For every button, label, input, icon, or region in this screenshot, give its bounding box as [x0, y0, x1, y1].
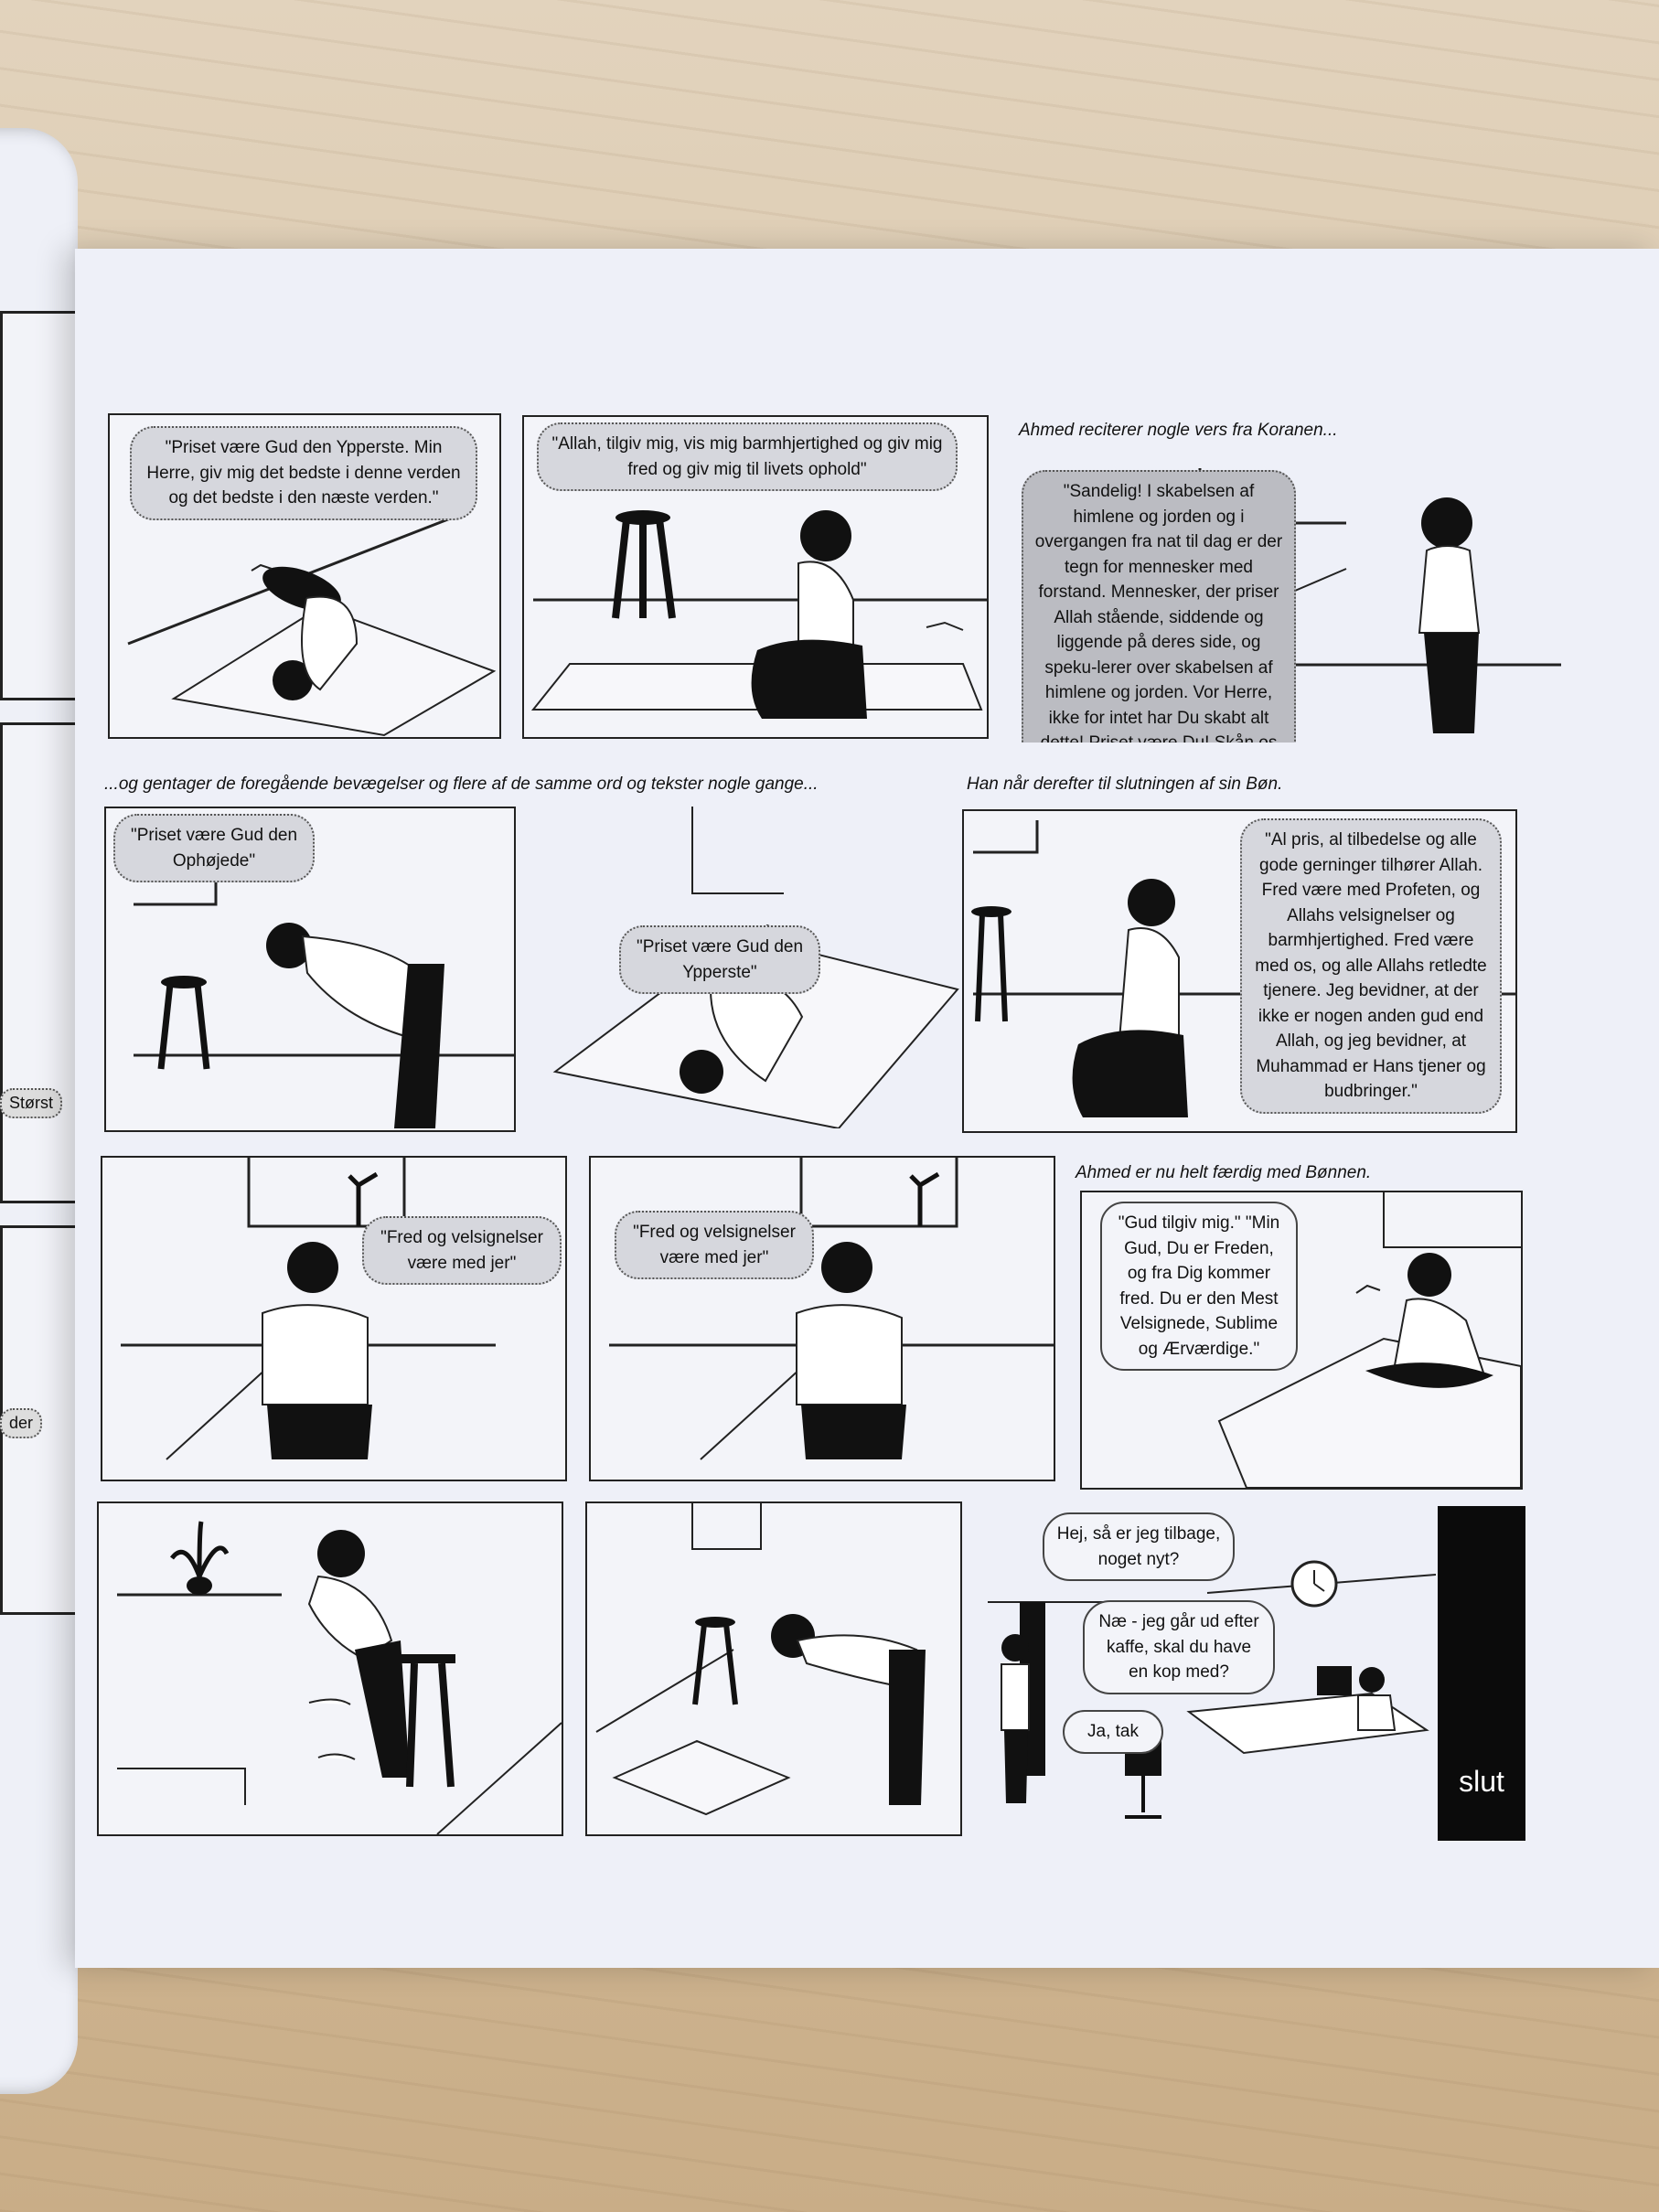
salaam-illustration-2 — [609, 1158, 1054, 1460]
panel-sitting-tashahhud: "Al pris, al tilbedelse og alle gode ger… — [962, 809, 1517, 1133]
shoes-illustration — [117, 1521, 562, 1834]
caption: ...og gentager de foregående bevægelser … — [104, 775, 819, 794]
speech-bubble: "Al pris, al tilbedelse og alle gode ger… — [1240, 818, 1502, 1115]
bowing-illustration — [134, 854, 514, 1128]
left-bubble-fragment: Størst — [0, 1088, 62, 1118]
panel-prostration: "Priset være Gud den Ypperste. Min Herre… — [108, 413, 501, 739]
office-illustration — [988, 1560, 1436, 1819]
sitting-illustration — [971, 820, 1515, 1117]
speech-bubble: "Gud tilgiv mig." "Min Gud, Du er Freden… — [1100, 1202, 1298, 1372]
speech-bubble: Næ - jeg går ud efter kaffe, skal du hav… — [1083, 1600, 1275, 1694]
panel-kneeling-stool: "Allah, tilgiv mig, vis mig barmhjertigh… — [522, 415, 989, 739]
speech-bubble: "Fred og velsignelser være med jer" — [362, 1216, 562, 1286]
panel-salaam-left: "Fred og velsignelser være med jer" — [589, 1156, 1055, 1481]
end-panel: slut — [1438, 1506, 1525, 1841]
left-page-edge: Størst der — [0, 128, 115, 2094]
speech-bubble: "Fred og velsignelser være med jer" — [615, 1211, 814, 1280]
panel-salaam-right: "Fred og velsignelser være med jer" — [101, 1156, 567, 1481]
comic-page: "Priset være Gud den Ypperste. Min Herre… — [75, 249, 1659, 1968]
speech-bubble: Hej, så er jeg tilbage, noget nyt? — [1043, 1512, 1235, 1582]
panel-prostration-2: "Priset være Gud den Ypperste" — [537, 807, 967, 1128]
kneeling-illustration — [530, 510, 987, 719]
caption: Han når derefter til slutningen af sin B… — [967, 775, 1283, 794]
salaam-illustration — [121, 1158, 496, 1460]
speech-bubble: "Allah, tilgiv mig, vis mig barmhjertigh… — [537, 422, 958, 492]
panel-dua: "Gud tilgiv mig." "Min Gud, Du er Freden… — [1080, 1191, 1523, 1490]
prostration-illustration — [127, 514, 497, 737]
panel-rolling-mat — [585, 1501, 962, 1836]
rolling-mat-illustration — [595, 1503, 926, 1816]
caption: Ahmed er nu helt færdig med Bønnen. — [1076, 1163, 1372, 1182]
left-bubble-fragment: der — [0, 1408, 43, 1438]
dua-illustration — [1217, 1192, 1521, 1488]
panel-bowing: "Priset være Gud den Ophøjede" — [104, 807, 516, 1132]
speech-bubble: "Priset være Gud den Ypperste. Min Herre… — [130, 426, 477, 520]
end-label: slut — [1459, 1765, 1504, 1798]
speech-bubble: "Priset være Gud den Ophøjede" — [113, 814, 315, 883]
panel-standing-recitation: "Sandelig! I skabelsen af himlene og jor… — [1017, 450, 1561, 743]
speech-bubble: "Sandelig! I skabelsen af himlene og jor… — [1022, 470, 1296, 743]
speech-bubble: Ja, tak — [1063, 1710, 1163, 1754]
panel-office: Hej, så er jeg tilbage, noget nyt? Næ - … — [988, 1501, 1436, 1840]
caption: Ahmed reciterer nogle vers fra Koranen..… — [1019, 421, 1338, 440]
panel-putting-on-shoes — [97, 1501, 563, 1836]
speech-bubble: "Priset være Gud den Ypperste" — [619, 925, 820, 995]
